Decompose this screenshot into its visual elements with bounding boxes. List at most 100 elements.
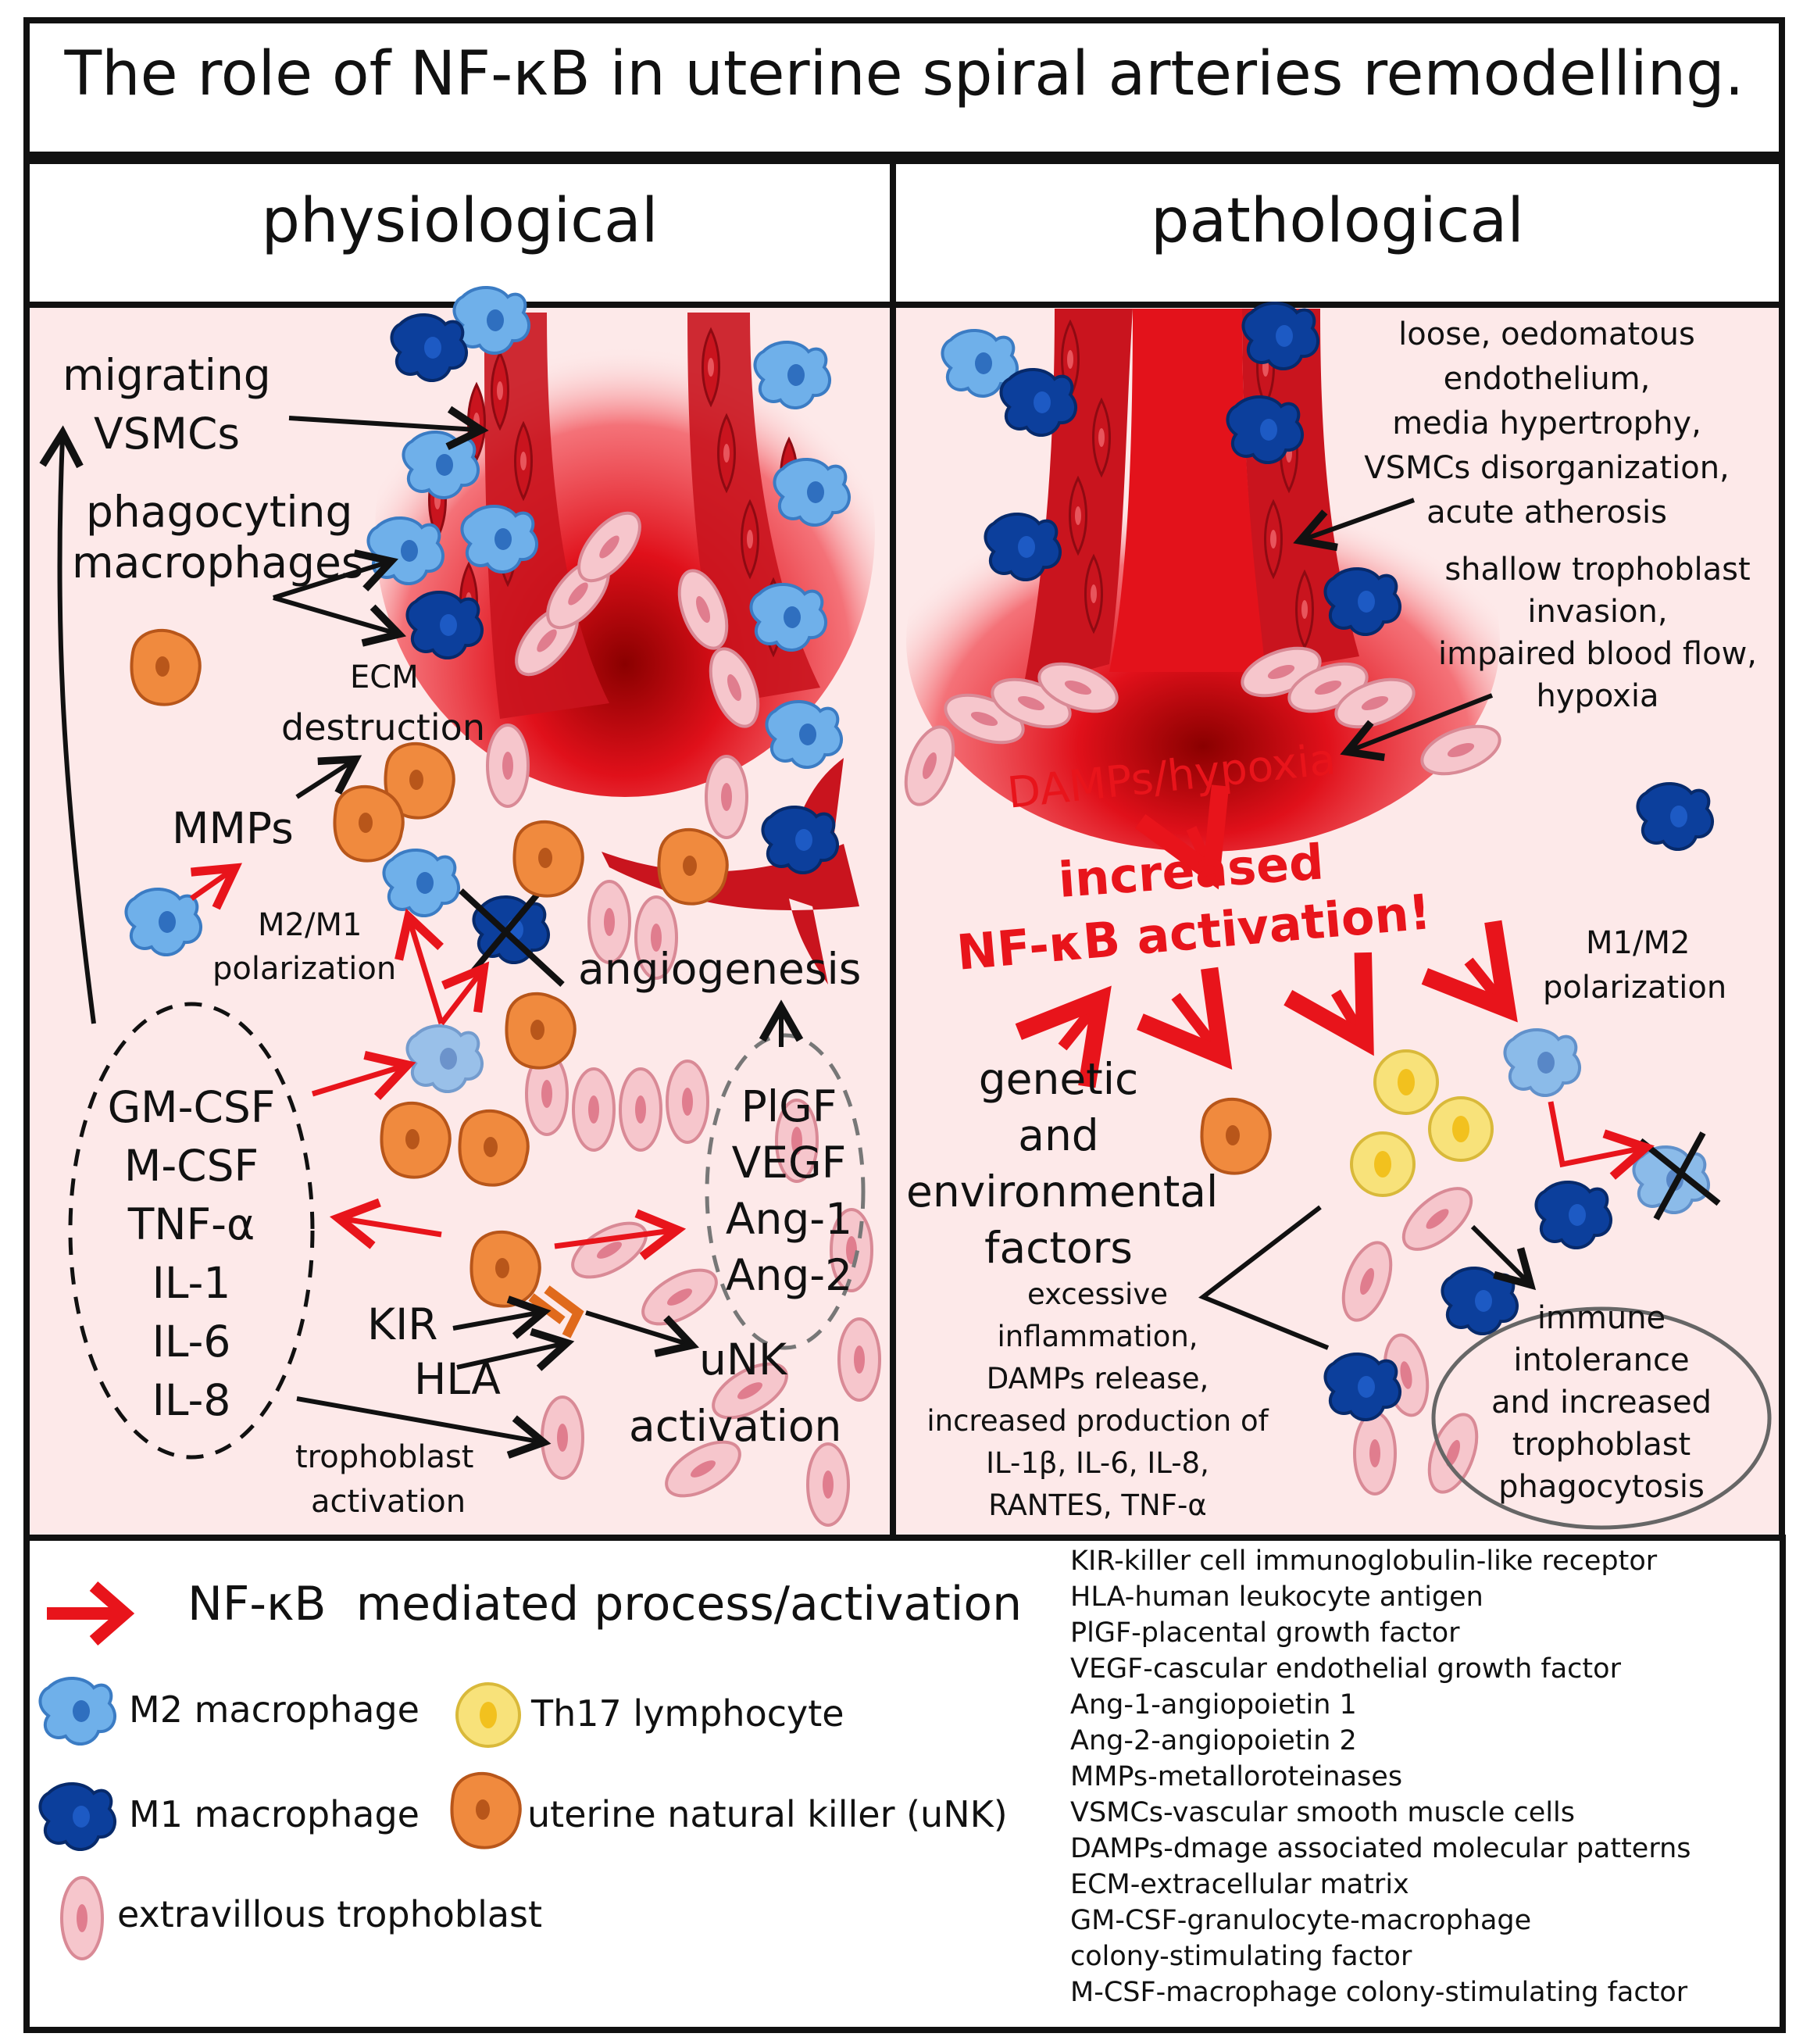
cytokine-tnf-a: TNF-α (127, 1199, 255, 1249)
label-m2m1: M2/M1 (258, 907, 362, 943)
label-angiogenesis: angiogenesis (578, 944, 862, 994)
label-unk-activation: activation (629, 1401, 842, 1451)
abbr-gm-csf-cont: colony-stimulating factor (1070, 1941, 1412, 1972)
abbr-vegf: VEGF-cascular endothelial growth factor (1070, 1653, 1621, 1685)
th17-cells (1350, 1049, 1494, 1197)
cytokine-il-6: IL-6 (152, 1317, 231, 1367)
genetic-line-1: genetic (978, 1054, 1139, 1104)
legend-evt-icon (60, 1876, 104, 1960)
inflammation-line-5: IL-1β, IL-6, IL-8, (986, 1446, 1209, 1480)
cytokine-gm-csf: GM-CSF (107, 1082, 276, 1132)
abbr-vsmcs: VSMCs-vascular smooth muscle cells (1070, 1797, 1576, 1828)
immune-intolerance-circle (1431, 1306, 1772, 1530)
cytokine-il-1: IL-1 (152, 1258, 231, 1308)
inflammation-line-4: increased production of (926, 1404, 1269, 1438)
label-trophoblast-activation: activation (311, 1484, 466, 1520)
label-vsmcs: VSMCs (94, 409, 241, 459)
abbr-plgf: PlGF-placental growth factor (1070, 1617, 1460, 1649)
legend-th17-icon (455, 1682, 521, 1748)
legend-red-arrow-icon (47, 1581, 135, 1646)
genetic-factors: genetic and environmental factors (906, 1051, 1219, 1276)
immune-line-5: phagocytosis (1498, 1469, 1705, 1505)
endothelium-line-3: media hypertrophy, (1392, 406, 1701, 441)
endothelium-line-4: VSMCs disorganization, (1364, 450, 1730, 486)
physiological-red-arrows (189, 863, 687, 1260)
factor-ang-2: Ang-2 (725, 1250, 853, 1300)
m1m2-polarization-arrow (1548, 1101, 1655, 1180)
endothelium-line-5: acute atherosis (1426, 495, 1667, 531)
factor-list: PlGF VEGF Ang-1 Ang-2 (707, 1078, 871, 1303)
legend-evt-label: extravillous trophoblast (117, 1893, 543, 1935)
legend-m2-label: M2 macrophage (129, 1688, 420, 1731)
abbr-hla: HLA-human leukocyte antigen (1070, 1581, 1483, 1613)
legend-th17-label: Th17 lymphocyte (531, 1692, 844, 1735)
pathological-black-arrows (1198, 498, 1537, 1350)
abbr-damps: DAMPs-dmage associated molecular pattern… (1070, 1833, 1691, 1864)
inflammation-line-6: RANTES, TNF-α (988, 1488, 1207, 1522)
cytokine-list: GM-CSF M-CSF TNF-α IL-1 IL-6 IL-8 (94, 1078, 289, 1430)
label-trophoblast: trophoblast (295, 1439, 474, 1475)
label-unk: uNK (699, 1335, 787, 1385)
shallow-line-3: impaired blood flow, (1437, 636, 1758, 672)
shallow-invasion-description: shallow trophoblast invasion, impaired b… (1422, 549, 1773, 717)
immune-line-3: and increased (1491, 1385, 1712, 1420)
inflammation-line-1: excessive (1027, 1278, 1168, 1311)
abbr-gm-csf: GM-CSF-granulocyte-macrophage (1070, 1905, 1532, 1936)
label-macrophages: macrophages (72, 538, 364, 588)
abbr-m-csf: M-CSF-macrophage colony-stimulating fact… (1070, 1977, 1688, 2008)
label-migrating: migrating (62, 350, 271, 400)
factor-vegf: VEGF (731, 1138, 847, 1188)
legend-unk-label: uterine natural killer (uNK) (527, 1793, 1008, 1835)
inflammation-description: excessive inflammation, DAMPs release, i… (906, 1274, 1289, 1527)
dying-m1-cross-left (459, 881, 565, 987)
endothelium-line-2: endothelium, (1443, 361, 1651, 397)
title-box (23, 17, 1785, 158)
physiological-heading: physiological (261, 186, 659, 256)
cytokine-m-csf: M-CSF (123, 1141, 259, 1191)
label-ecm: ECM (350, 659, 419, 695)
pathological-red-arrows (1015, 784, 1518, 1088)
label-polarization-right: polarization (1543, 970, 1727, 1006)
shallow-line-2: invasion, (1527, 594, 1668, 630)
immune-line-1: immune (1537, 1300, 1666, 1336)
abbr-ang-1: Ang-1-angiopoietin 1 (1070, 1689, 1357, 1721)
immune-line-4: trophoblast (1512, 1427, 1691, 1463)
physiological-black-arrows (39, 406, 804, 1459)
immune-line-2: intolerance (1513, 1342, 1690, 1378)
legend-m1-label: M1 macrophage (129, 1793, 420, 1835)
factor-ang-1: Ang-1 (725, 1194, 853, 1244)
inflammation-line-3: DAMPs release, (986, 1362, 1209, 1395)
abbr-ang-2: Ang-2-angiopoietin 2 (1070, 1725, 1357, 1756)
shallow-line-4: hypoxia (1536, 678, 1659, 714)
label-kir: KIR (367, 1299, 438, 1349)
genetic-line-2: and (1018, 1110, 1099, 1160)
page-title: The role of NF-κB in uterine spiral arte… (64, 39, 1744, 109)
pathological-heading: pathological (1151, 186, 1524, 256)
shallow-line-1: shallow trophoblast (1444, 552, 1751, 588)
label-phagocyting: phagocyting (86, 487, 353, 537)
immune-intolerance-description: immune intolerance and increased trophob… (1453, 1297, 1750, 1508)
endothelium-line-1: loose, oedomatous (1398, 316, 1695, 352)
factor-plgf: PlGF (741, 1081, 837, 1131)
inflammation-line-2: inflammation, (997, 1320, 1198, 1353)
legend-unk-icon (450, 1771, 522, 1849)
genetic-line-4: factors (984, 1223, 1133, 1273)
legend-frame (23, 1535, 1786, 2033)
genetic-line-3: environmental (906, 1167, 1219, 1217)
abbr-kir: KIR-killer cell immunoglobulin-like rece… (1070, 1546, 1658, 1577)
abbr-ecm: ECM-extracellular matrix (1070, 1869, 1409, 1900)
abbr-mmps: MMPs-metalloroteinases (1070, 1761, 1403, 1792)
angiogenesis-branch (602, 758, 859, 984)
label-m1m2: M1/M2 (1586, 925, 1691, 961)
cytokine-il-8: IL-8 (152, 1375, 231, 1425)
cytokines-dashed-oval (68, 1002, 315, 1460)
label-hla: HLA (414, 1354, 501, 1404)
endothelium-description: loose, oedomatous endothelium, media hyp… (1328, 313, 1766, 535)
abbreviation-key: KIR-killer cell immunoglobulin-like rece… (1070, 1543, 1691, 2010)
label-destruction: destruction (281, 706, 485, 749)
legend-arrow-label: NF-κB mediated process/activation (187, 1577, 1023, 1631)
label-mmps: MMPs (172, 803, 294, 853)
pathological-heading-box (890, 158, 1785, 308)
label-polarization-left: polarization (212, 951, 397, 987)
